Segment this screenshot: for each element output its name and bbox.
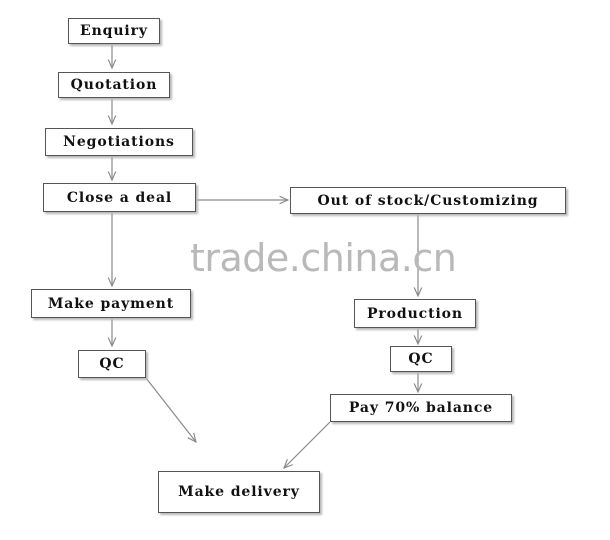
node-close-a-deal: Close a deal (43, 183, 196, 212)
node-qc-right: QC (390, 346, 452, 372)
arrow-pay-balance-to-make-delivery (284, 421, 331, 468)
node-quotation: Quotation (58, 72, 170, 98)
node-qc-left: QC (78, 350, 146, 378)
node-pay-balance: Pay 70% balance (330, 394, 512, 422)
node-production: Production (354, 299, 476, 328)
arrow-qc-to-make-delivery (145, 377, 196, 442)
node-enquiry: Enquiry (68, 18, 160, 44)
node-negotiations: Negotiations (45, 128, 193, 156)
watermark-text: trade.china.cn (190, 236, 457, 280)
node-make-delivery: Make delivery (158, 471, 320, 513)
node-out-of-stock-customizing: Out of stock/Customizing (290, 187, 566, 214)
node-make-payment: Make payment (31, 289, 191, 318)
